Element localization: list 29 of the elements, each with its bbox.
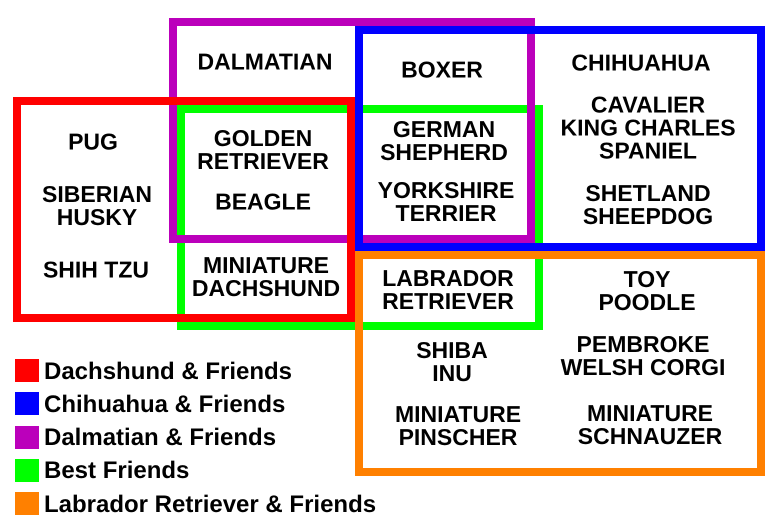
breed-label: TOY POODLE	[598, 268, 696, 314]
breed-label: MINIATURE SCHNAUZER	[578, 402, 722, 448]
breed-label: SIBERIAN HUSKY	[42, 183, 152, 229]
set-frame	[169, 18, 535, 243]
breed-label: GOLDEN RETRIEVER	[197, 127, 329, 173]
breed-label: PEMBROKE WELSH CORGI	[560, 333, 726, 379]
set-frame	[13, 97, 355, 322]
breed-label: CHIHUAHUA	[571, 52, 711, 74]
breed-label: GERMAN SHEPHERD	[380, 118, 508, 164]
breed-label: CAVALIER KING CHARLES SPANIEL	[560, 94, 736, 162]
breed-label: BEAGLE	[215, 190, 311, 214]
legend-text: Best Friends	[44, 458, 190, 484]
set-frame	[355, 26, 765, 251]
breed-label: SHIH TZU	[42, 258, 150, 282]
breed-label: SHETLAND SHEEPDOG	[582, 182, 714, 228]
breed-label: MINIATURE PINSCHER	[394, 403, 522, 449]
breed-label: DALMATIAN	[198, 50, 332, 74]
set-frame	[177, 105, 543, 330]
breed-label: SHIBA INU	[416, 339, 488, 385]
legend-text: Dachshund & Friends	[44, 358, 292, 384]
breed-label: LABRADOR RETRIEVER	[382, 267, 514, 313]
legend-text: Chihuahua & Friends	[44, 392, 286, 418]
breed-label: BOXER	[401, 58, 483, 82]
legend-text: Labrador Retriever & Friends	[44, 492, 376, 518]
set-frame	[355, 251, 765, 476]
breed-label: PUG	[68, 130, 118, 154]
breed-label: MINIATURE DACHSHUND	[192, 254, 340, 300]
legend-text: Dalmatian & Friends	[44, 425, 276, 452]
breed-label: YORKSHIRE TERRIER	[378, 179, 514, 225]
